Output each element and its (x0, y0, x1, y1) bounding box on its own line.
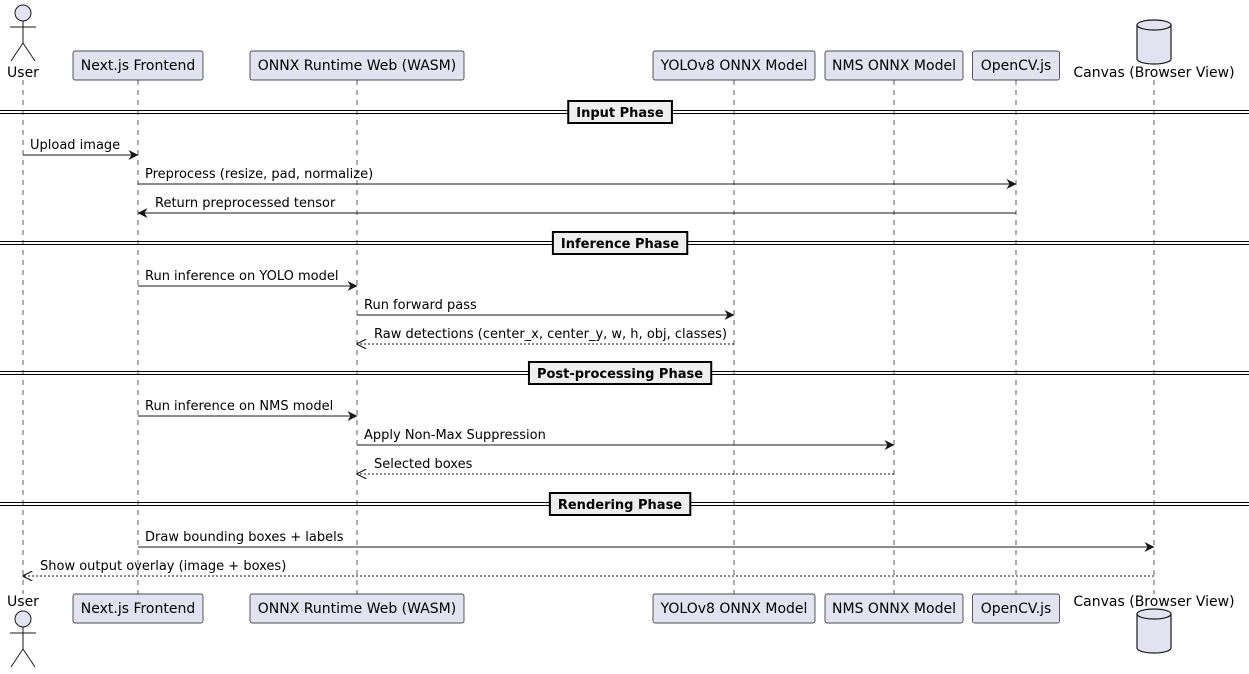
actor-user-bottom[interactable]: User (7, 594, 39, 668)
phase-label: Post-processing Phase (537, 367, 703, 382)
actor-head-icon (14, 4, 32, 22)
database-icon (1136, 614, 1172, 654)
participant-label: User (7, 65, 39, 81)
participant-label: OpenCV.js (981, 601, 1052, 617)
participant-yolo-bottom[interactable]: YOLOv8 ONNX Model (652, 593, 816, 624)
participant-label: Canvas (Browser View) (1073, 65, 1234, 81)
participant-opencv-top[interactable]: OpenCV.js (972, 50, 1060, 81)
message-label: Selected boxes (374, 457, 473, 472)
participant-label: YOLOv8 ONNX Model (660, 58, 808, 74)
database-icon (1136, 25, 1172, 65)
participant-label: ONNX Runtime Web (WASM) (258, 601, 456, 617)
participant-label: Next.js Frontend (81, 601, 195, 617)
participant-ort-bottom[interactable]: ONNX Runtime Web (WASM) (249, 593, 465, 624)
message-label: Upload image (30, 138, 120, 153)
message-11: Show output overlay (image + boxes) (23, 559, 1154, 576)
participant-opencv-bottom[interactable]: OpenCV.js (972, 593, 1060, 624)
message-label: Run forward pass (364, 298, 477, 313)
phase-divider-input-phase: Input Phase (0, 100, 1249, 124)
participant-frontend-top[interactable]: Next.js Frontend (72, 50, 204, 81)
message-label: Run inference on NMS model (145, 399, 333, 414)
participant-label: Canvas (Browser View) (1073, 594, 1234, 610)
participant-yolo-top[interactable]: YOLOv8 ONNX Model (652, 50, 816, 81)
phase-divider-rendering-phase: Rendering Phase (0, 492, 1249, 516)
message-5: Run forward pass (357, 298, 735, 320)
message-label: Preprocess (resize, pad, normalize) (145, 167, 373, 182)
participant-label: Next.js Frontend (81, 58, 195, 74)
participant-nms-bottom[interactable]: NMS ONNX Model (824, 593, 964, 624)
message-7: Run inference on NMS model (138, 399, 358, 421)
message-label: Show output overlay (image + boxes) (40, 559, 286, 574)
phase-divider-inference-phase: Inference Phase (0, 231, 1249, 255)
database-canvas-bottom[interactable]: Canvas (Browser View) (1073, 594, 1235, 654)
message-label: Run inference on YOLO model (145, 269, 338, 284)
participant-nms-top[interactable]: NMS ONNX Model (824, 50, 964, 81)
phase-divider-post-processing-phase: Post-processing Phase (0, 361, 1249, 385)
message-label: Return preprocessed tensor (155, 196, 336, 211)
message-3: Return preprocessed tensor (137, 196, 1016, 218)
message-label: Apply Non-Max Suppression (364, 428, 546, 443)
phase-label: Inference Phase (561, 237, 679, 252)
message-1: Upload image (23, 138, 139, 160)
actor-head-icon (14, 610, 32, 628)
message-10: Draw bounding boxes + labels (138, 530, 1155, 552)
message-2: Preprocess (resize, pad, normalize) (138, 167, 1017, 189)
message-4: Run inference on YOLO model (138, 269, 358, 291)
participant-ort-top[interactable]: ONNX Runtime Web (WASM) (249, 50, 465, 81)
message-6: Raw detections (center_x, center_y, w, h… (357, 327, 734, 344)
participant-label: ONNX Runtime Web (WASM) (258, 58, 456, 74)
message-label: Raw detections (center_x, center_y, w, h… (374, 327, 727, 342)
message-8: Apply Non-Max Suppression (357, 428, 895, 450)
participant-label: User (7, 594, 39, 610)
phase-label: Rendering Phase (558, 498, 682, 513)
participant-label: NMS ONNX Model (832, 58, 956, 74)
participant-label: OpenCV.js (981, 58, 1052, 74)
actor-user-top[interactable]: User (7, 4, 39, 81)
message-label: Draw bounding boxes + labels (145, 530, 344, 545)
database-canvas-top[interactable]: Canvas (Browser View) (1073, 19, 1235, 81)
phase-label: Input Phase (576, 106, 664, 121)
participant-frontend-bottom[interactable]: Next.js Frontend (72, 593, 204, 624)
participant-label: NMS ONNX Model (832, 601, 956, 617)
message-9: Selected boxes (357, 457, 894, 474)
participant-label: YOLOv8 ONNX Model (660, 601, 808, 617)
